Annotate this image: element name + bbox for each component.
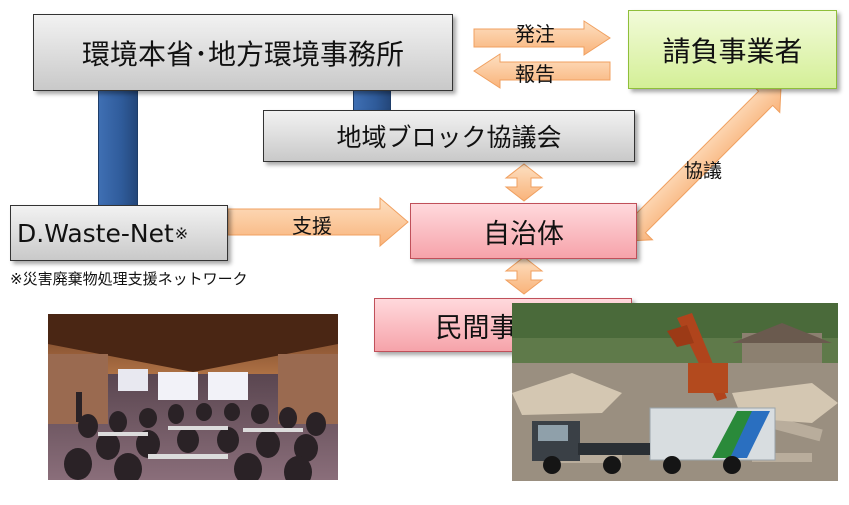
support-arrow xyxy=(227,196,409,248)
ministry-box: 環境本省･地方環境事務所 xyxy=(33,14,453,91)
municipality-private-arrow xyxy=(504,256,544,295)
dwaste-net-label: D.Waste-Net xyxy=(17,218,174,248)
seminar-hall-image xyxy=(48,314,338,480)
ministry-label: 環境本省･地方環境事務所 xyxy=(81,37,404,71)
report-label: 報告 xyxy=(515,62,555,86)
regional-council-box: 地域ブロック協議会 xyxy=(263,110,635,162)
council-municipality-arrow xyxy=(504,163,544,202)
dwaste-net-box: D.Waste-Net※ xyxy=(10,205,228,261)
report-arrow xyxy=(473,53,611,89)
connector-pillar-left xyxy=(98,90,138,210)
debris-truck-photo xyxy=(512,303,838,481)
debris-truck-image xyxy=(512,303,838,481)
connector-pillar-right xyxy=(353,90,391,112)
regional-council-label: 地域ブロック協議会 xyxy=(336,123,562,152)
contractor-label: 請負事業者 xyxy=(662,34,803,68)
consult-label: 協議 xyxy=(684,160,723,182)
support-label: 支援 xyxy=(292,214,332,238)
municipality-label: 自治体 xyxy=(483,218,564,250)
contractor-box: 請負事業者 xyxy=(628,10,837,89)
order-arrow xyxy=(473,20,611,56)
dwaste-net-mark: ※ xyxy=(174,223,189,243)
footnote: ※災害廃棄物処理支援ネットワーク xyxy=(10,270,248,288)
seminar-hall-photo xyxy=(48,314,338,480)
order-label: 発注 xyxy=(515,22,555,46)
municipality-box: 自治体 xyxy=(410,203,637,259)
